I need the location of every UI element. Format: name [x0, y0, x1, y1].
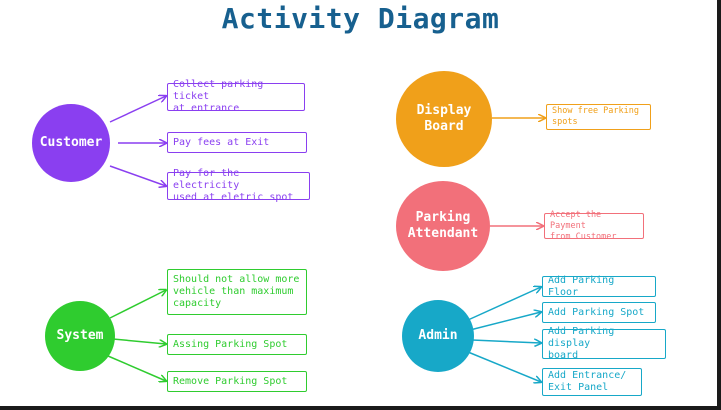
customer-action-box: Pay for the electricity used at eletric … — [167, 168, 310, 203]
system-action-box: Remove Parking Spot — [167, 371, 307, 392]
customer-arrow-3 — [109, 165, 166, 186]
admin-arrow-1 — [467, 287, 541, 321]
diagram-title: Activity Diagram — [221, 2, 500, 35]
system-arrow-1 — [109, 290, 166, 319]
system-action-box: Should not allow more vehicle than maxim… — [167, 269, 307, 315]
system-node: System — [45, 301, 115, 371]
customer-action-box: Pay fees at Exit — [167, 132, 307, 153]
parking-attendant-node: Parking Attendant — [396, 181, 490, 271]
customer-arrow-1 — [109, 96, 166, 123]
frame-edge-right — [717, 0, 721, 410]
customer-action-box: Collect parking ticket at entrance — [167, 79, 305, 114]
admin-arrow-4 — [467, 351, 541, 382]
system-arrow-2 — [112, 338, 166, 344]
admin-node: Admin — [402, 300, 474, 372]
admin-arrow-2 — [469, 312, 541, 331]
system-arrow-3 — [107, 355, 166, 381]
admin-arrow-3 — [471, 340, 541, 343]
parking-attendant-label: Parking Attendant — [407, 210, 479, 241]
admin-action-box: Add Parking Floor — [542, 275, 656, 298]
admin-label: Admin — [418, 328, 458, 343]
customer-node: Customer — [32, 104, 110, 182]
system-action-box: Assing Parking Spot — [167, 334, 307, 355]
customer-label: Customer — [39, 135, 103, 150]
parking-attendant-action-box: Accept the Payment from Customer — [544, 210, 644, 242]
frame-edge-bottom — [0, 406, 721, 410]
admin-action-box: Add Parking Spot — [542, 302, 656, 323]
display-board-action-box: Show free Parking spots — [546, 104, 651, 130]
system-label: System — [56, 328, 104, 343]
admin-action-box: Add Entrance/ Exit Panel — [542, 368, 642, 396]
display-board-node: Display Board — [396, 71, 492, 167]
admin-action-box: Add Parking display board — [542, 326, 666, 361]
display-board-label: Display Board — [416, 103, 472, 134]
